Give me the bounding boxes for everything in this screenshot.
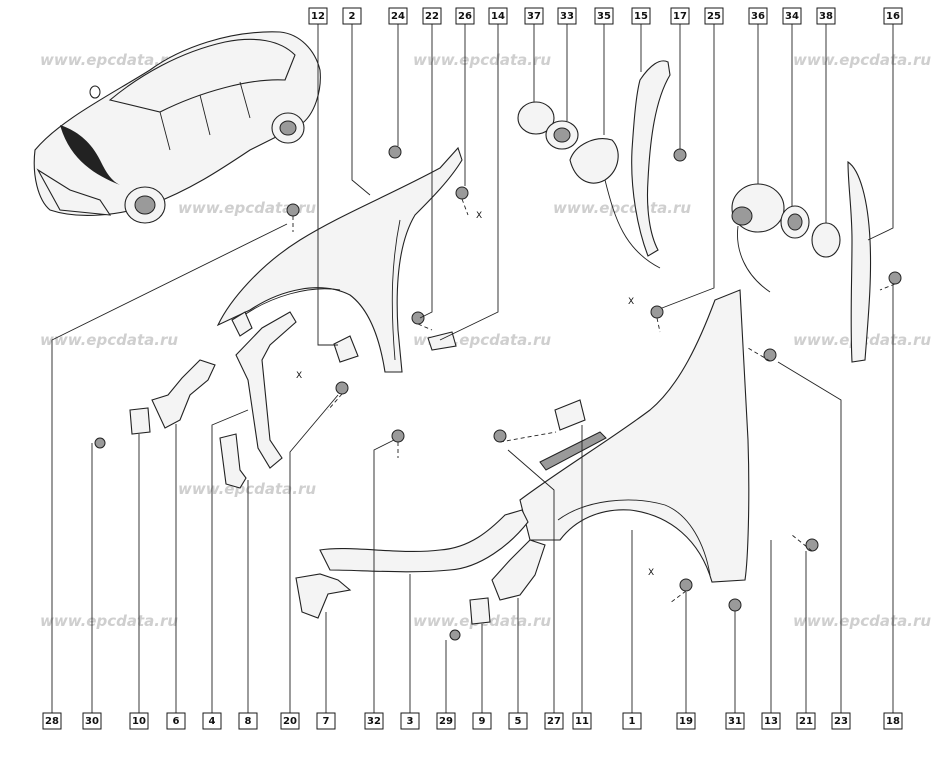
part-callout-5: 5 — [508, 712, 528, 730]
part-callout-10: 10 — [129, 712, 149, 730]
part-callout-34: 34 — [782, 7, 802, 25]
part-number: 5 — [515, 716, 522, 727]
part-callout-37: 37 — [524, 7, 544, 25]
part-number: 22 — [425, 11, 439, 22]
x-marker-label: X — [648, 568, 654, 578]
part-callout-26: 26 — [455, 7, 475, 25]
part-number: 21 — [799, 716, 813, 727]
watermark-text: www.epcdata.ru — [178, 480, 316, 498]
front-fender-upper — [216, 146, 463, 373]
part-number: 20 — [283, 716, 297, 727]
watermark-text: www.epcdata.ru — [553, 199, 691, 217]
part-number: 11 — [575, 716, 589, 727]
part-number: 37 — [527, 11, 541, 22]
part-number: 7 — [323, 716, 330, 727]
part-callout-29: 29 — [436, 712, 456, 730]
part-number: 17 — [673, 11, 687, 22]
part-callout-36: 36 — [748, 7, 768, 25]
part-callout-21: 21 — [796, 712, 816, 730]
part-callout-27: 27 — [544, 712, 564, 730]
part-number: 27 — [547, 716, 561, 727]
part-number: 33 — [560, 11, 574, 22]
car-overview-illustration — [33, 31, 321, 224]
leader-lines — [51, 24, 894, 713]
callout-labels-top: 12 2 24 22 26 14 37 33 35 15 17 25 36 34 38 16 — [308, 7, 903, 25]
part-number: 28 — [45, 716, 59, 727]
x-marker-label: X — [476, 211, 482, 221]
part-callout-11: 11 — [572, 712, 592, 730]
part-number: 12 — [311, 11, 325, 22]
part-number: 4 — [209, 716, 216, 727]
part-number: 14 — [491, 11, 505, 22]
watermark-text: www.epcdata.ru — [793, 612, 931, 630]
part-callout-9: 9 — [472, 712, 492, 730]
part-callout-8: 8 — [238, 712, 258, 730]
part-number: 38 — [819, 11, 833, 22]
part-callout-4: 4 — [202, 712, 222, 730]
part-callout-38: 38 — [816, 7, 836, 25]
part-number: 9 — [479, 716, 486, 727]
part-callout-14: 14 — [488, 7, 508, 25]
part-number: 16 — [886, 11, 900, 22]
part-callout-32: 32 — [364, 712, 384, 730]
part-callout-1: 1 — [622, 712, 642, 730]
part-number: 23 — [834, 716, 848, 727]
part-callout-7: 7 — [316, 712, 336, 730]
part-number: 19 — [679, 716, 693, 727]
part-number: 25 — [707, 11, 721, 22]
part-number: 35 — [597, 11, 611, 22]
part-number: 30 — [85, 716, 99, 727]
part-callout-35: 35 — [594, 7, 614, 25]
part-number: 8 — [245, 716, 252, 727]
part-callout-2: 2 — [342, 7, 362, 25]
x-markers: X X X X — [296, 211, 654, 578]
part-callout-22: 22 — [422, 7, 442, 25]
part-callout-17: 17 — [670, 7, 690, 25]
part-callout-24: 24 — [388, 7, 408, 25]
part-number: 13 — [764, 716, 778, 727]
part-callout-31: 31 — [725, 712, 745, 730]
part-callout-12: 12 — [308, 7, 328, 25]
part-number: 3 — [407, 716, 414, 727]
part-callout-25: 25 — [704, 7, 724, 25]
part-number: 34 — [785, 11, 799, 22]
parts-group — [129, 60, 872, 625]
watermark-text: www.epcdata.ru — [40, 51, 178, 69]
part-callout-13: 13 — [761, 712, 781, 730]
part-callout-20: 20 — [280, 712, 300, 730]
front-fender-lower — [519, 289, 750, 583]
part-number: 31 — [728, 716, 742, 727]
watermark-text: www.epcdata.ru — [40, 612, 178, 630]
part-callout-33: 33 — [557, 7, 577, 25]
part-callout-18: 18 — [883, 712, 903, 730]
watermark-text: www.epcdata.ru — [40, 331, 178, 349]
fasteners-group — [94, 145, 902, 641]
part-number: 1 — [629, 716, 636, 727]
part-callout-6: 6 — [166, 712, 186, 730]
part-callout-16: 16 — [883, 7, 903, 25]
part-number: 10 — [132, 716, 146, 727]
part-callout-19: 19 — [676, 712, 696, 730]
part-callout-30: 30 — [82, 712, 102, 730]
part-callout-15: 15 — [631, 7, 651, 25]
part-number: 6 — [173, 716, 180, 727]
part-number: 29 — [439, 716, 453, 727]
watermark-text: www.epcdata.ru — [413, 51, 551, 69]
x-marker-label: X — [628, 297, 634, 307]
part-number: 15 — [634, 11, 648, 22]
x-marker-label: X — [296, 371, 302, 381]
part-number: 36 — [751, 11, 765, 22]
part-callout-28: 28 — [42, 712, 62, 730]
part-number: 2 — [349, 11, 356, 22]
part-number: 26 — [458, 11, 472, 22]
watermark-text: www.epcdata.ru — [178, 199, 316, 217]
part-number: 24 — [391, 11, 405, 22]
part-callout-23: 23 — [831, 712, 851, 730]
part-number: 32 — [367, 716, 381, 727]
part-number: 18 — [886, 716, 900, 727]
part-callout-3: 3 — [400, 712, 420, 730]
watermark-text: www.epcdata.ru — [793, 51, 931, 69]
